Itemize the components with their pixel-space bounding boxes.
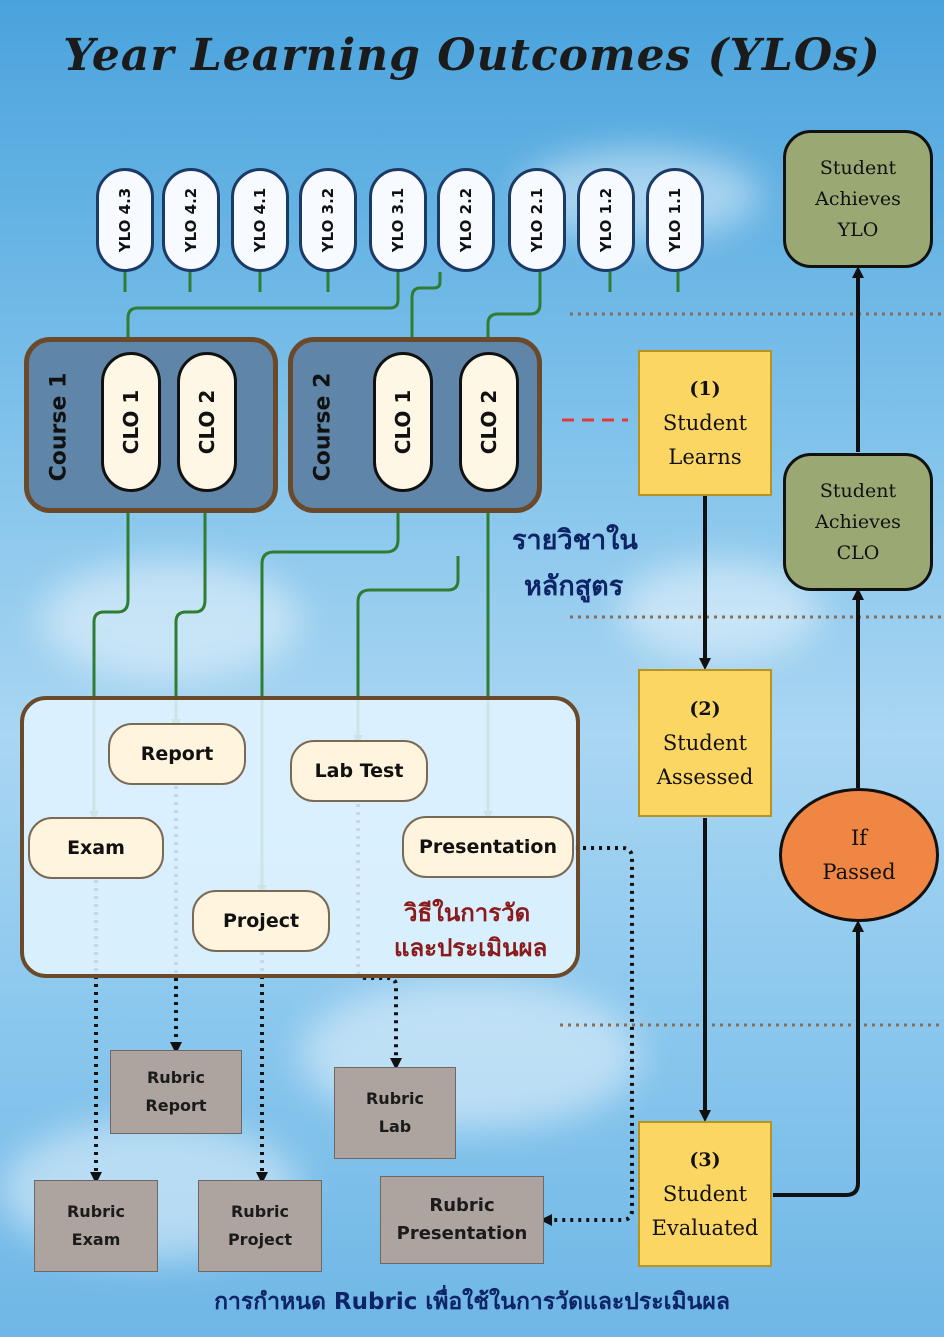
ylo-pill: YLO 2.1 [508,168,566,272]
student-achieves-ylo: Student Achieves YLO [783,130,933,268]
student-achieves-clo: Student Achieves CLO [783,453,933,591]
if-passed-line-1: If [850,826,868,850]
step-3-number: (3) [689,1149,721,1171]
ylo-pill: YLO 4.3 [96,168,154,272]
rubric-lab-line-1: Rubric [365,1089,425,1108]
methods-caption-line-1: วิธีในการวัด [404,899,531,927]
step-student-evaluated: (3) Student Evaluated [638,1121,772,1267]
method-report: Report [108,723,246,785]
ylo-label: YLO 2.2 [457,187,475,253]
ylo-course-links [126,272,542,338]
ylo-label: YLO 3.2 [319,187,337,253]
rubric-exam: Rubric Exam [34,1180,158,1272]
rubric-presentation: Rubric Presentation [380,1176,544,1264]
step-1-number: (1) [689,378,721,400]
clo-label: CLO 1 [391,389,415,455]
ylo-pill: YLO 3.1 [369,168,427,272]
rubric-project-line-1: Rubric [230,1202,290,1221]
course-2-clo-2: CLO 2 [459,352,519,492]
method-presentation: Presentation [402,816,574,878]
if-passed-line-2: Passed [822,860,896,884]
rubric-presentation-line-2: Presentation [396,1223,528,1244]
step-student-learns: (1) Student Learns [638,350,772,496]
course-2-label: Course 2 [310,372,336,482]
methods-caption-line-2: และประเมินผล [394,934,548,962]
dotted-separators [560,312,944,1027]
achieve-ylo-line-3: YLO [837,218,879,241]
achieve-ylo-line-1: Student [819,156,897,179]
ylo-label: YLO 3.1 [389,187,407,253]
achieve-clo-line-2: Achieves [815,510,901,533]
step-1-line-1: Student [662,411,748,435]
course-caption-line-2: หลักสูตร [524,571,624,602]
ylo-pill: YLO 4.1 [231,168,289,272]
rubric-presentation-line-1: Rubric [429,1195,495,1216]
ylo-label: YLO 1.1 [666,187,684,253]
rubric-project-line-2: Project [227,1230,293,1249]
course-caption-line-1: รายวิชาใน [512,525,638,556]
process-flow [699,266,864,1197]
rubric-lab-line-2: Lab [378,1117,412,1136]
ylo-pill: YLO 1.2 [577,168,635,272]
step-2-line-1: Student [662,731,748,755]
clo-method-links [89,492,493,895]
rubric-exam-line-1: Rubric [66,1202,126,1221]
ylo-label: YLO 1.2 [597,187,615,253]
rubric-project: Rubric Project [198,1180,322,1272]
method-project: Project [192,890,330,952]
rubric-lab: Rubric Lab [334,1067,456,1159]
step-1-line-2: Learns [668,445,742,469]
ylo-label: YLO 2.1 [528,187,546,253]
ylo-label: YLO 4.2 [182,187,200,253]
clo-label: CLO 2 [195,389,219,455]
course-1-clo-1: CLO 1 [101,352,161,492]
course-1-box: Course 1 CLO 1 CLO 2 [24,337,278,513]
rubric-report-line-2: Report [145,1096,207,1115]
method-exam: Exam [28,817,164,879]
achieve-clo-line-3: CLO [836,541,880,564]
step-3-line-2: Evaluated [651,1216,759,1240]
achieve-clo-line-1: Student [819,479,897,502]
diagram-title: Year Learning Outcomes (YLOs) [63,30,881,81]
rubric-report-line-1: Rubric [146,1068,206,1087]
ylo-pill: YLO 4.2 [162,168,220,272]
step-2-line-2: Assessed [656,765,754,789]
ylo-stubs [123,272,680,292]
achieve-ylo-line-2: Achieves [815,187,901,210]
step-2-number: (2) [689,698,721,720]
method-lab-test: Lab Test [290,740,428,802]
course-1-clo-2: CLO 2 [177,352,237,492]
ylo-pill: YLO 1.1 [646,168,704,272]
step-student-assessed: (2) Student Assessed [638,669,772,817]
clo-label: CLO 1 [119,389,143,455]
course-2-box: Course 2 CLO 1 CLO 2 [288,337,542,513]
course-1-label: Course 1 [46,372,72,482]
step-3-line-1: Student [662,1182,748,1206]
course-2-clo-1: CLO 1 [373,352,433,492]
ylo-label: YLO 4.3 [116,187,134,253]
rubric-exam-line-2: Exam [71,1230,121,1249]
footer-caption: การกำหนด Rubric เพื่อใช้ในการวัดและประเม… [214,1289,730,1315]
clo-label: CLO 2 [477,389,501,455]
ylo-label: YLO 4.1 [251,187,269,253]
ylo-pill: YLO 2.2 [437,168,495,272]
rubric-report: Rubric Report [110,1050,242,1134]
ylo-pill: YLO 3.2 [299,168,357,272]
if-passed-decision: If Passed [779,788,939,922]
